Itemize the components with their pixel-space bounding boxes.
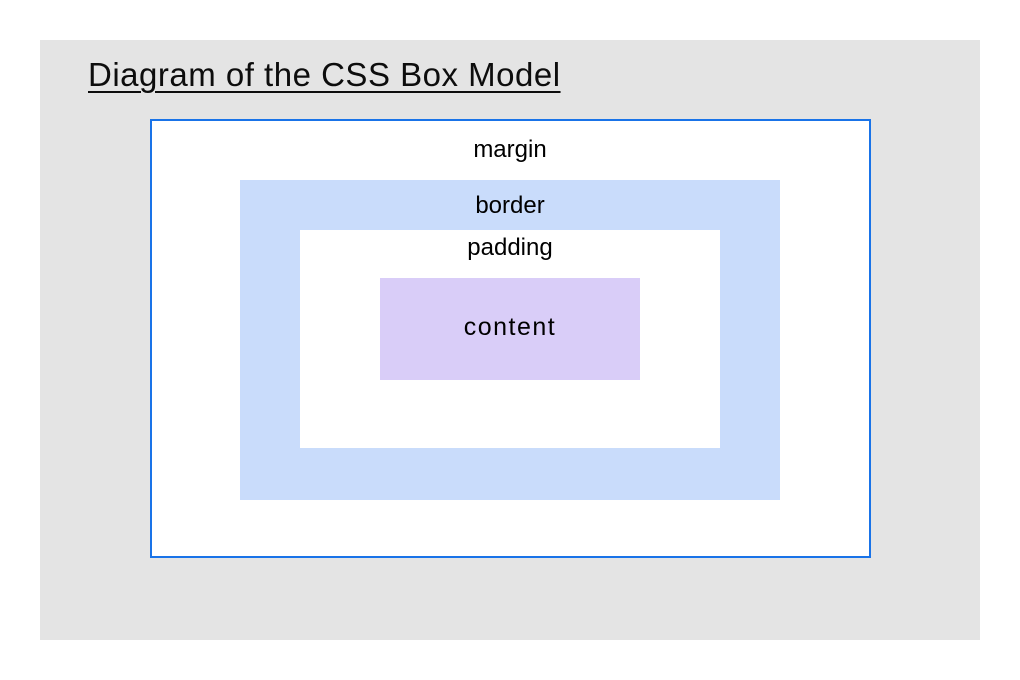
margin-label: margin: [473, 136, 547, 163]
page-title: Diagram of the CSS Box Model: [88, 56, 561, 93]
padding-label: padding: [467, 234, 553, 261]
border-label: border: [475, 192, 545, 219]
content-label: content: [463, 313, 557, 341]
content-box: [380, 278, 640, 380]
